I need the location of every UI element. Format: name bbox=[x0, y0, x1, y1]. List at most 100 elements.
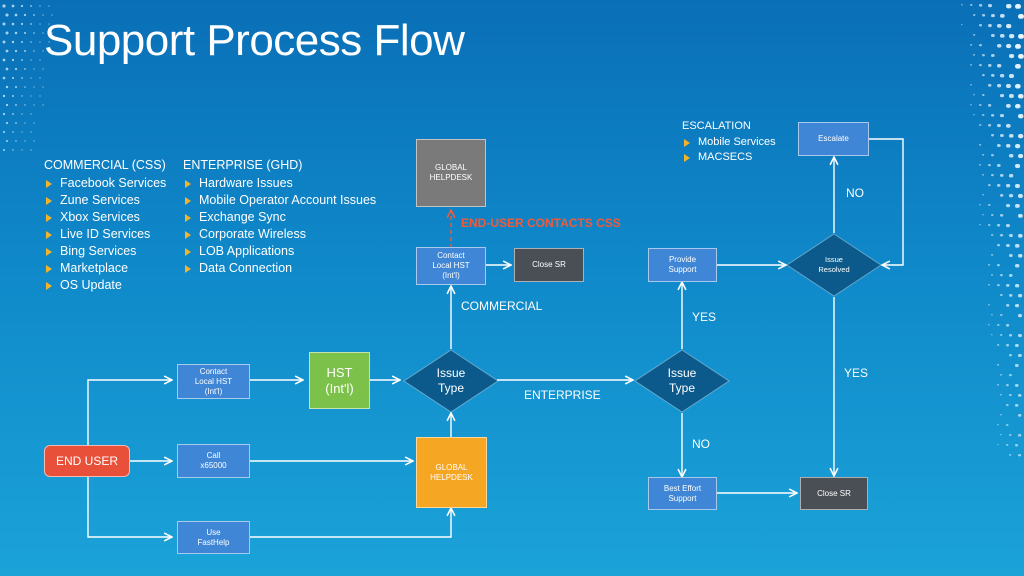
decorative-dot bbox=[30, 149, 32, 151]
decorative-dot bbox=[39, 23, 41, 25]
issue-type-2-decision[interactable]: Issue Type bbox=[634, 349, 730, 413]
decorative-dot bbox=[1009, 374, 1012, 377]
decorative-dot bbox=[997, 344, 1000, 346]
decorative-dot bbox=[33, 32, 35, 34]
decorative-dot bbox=[1015, 404, 1019, 407]
call-node[interactable]: Call x65000 bbox=[177, 444, 250, 478]
contact-local-hst-top-node[interactable]: Contact Local HST (Int'l) bbox=[416, 247, 486, 285]
decorative-dot bbox=[988, 124, 992, 127]
decorative-dot bbox=[2, 4, 6, 8]
diamond-shape bbox=[786, 233, 882, 297]
decorative-dot bbox=[973, 114, 975, 116]
node-label: Provide Support bbox=[668, 255, 697, 274]
decorative-dot bbox=[1000, 34, 1005, 38]
decorative-dot bbox=[979, 44, 982, 47]
decorative-dot bbox=[1000, 434, 1002, 436]
decorative-dot bbox=[1015, 344, 1019, 348]
decorative-dot bbox=[1015, 84, 1021, 89]
decorative-dot bbox=[39, 95, 41, 97]
decorative-dot bbox=[24, 140, 26, 142]
end-user-node[interactable]: END USER bbox=[44, 445, 130, 477]
decorative-dot bbox=[12, 113, 14, 115]
decorative-dot bbox=[991, 254, 994, 256]
decision-label: Issue Type bbox=[667, 366, 697, 395]
escalate-node[interactable]: Escalate bbox=[798, 122, 869, 156]
decorative-dot bbox=[39, 77, 41, 79]
commercial-heading: COMMERCIAL (CSS) bbox=[44, 158, 166, 172]
decorative-dot bbox=[1006, 4, 1012, 9]
global-helpdesk-orange-node[interactable]: GLOBAL HELPDESK bbox=[416, 437, 487, 508]
decorative-dot bbox=[997, 324, 1000, 326]
enterprise-heading: ENTERPRISE (GHD) bbox=[183, 158, 303, 172]
decorative-dot bbox=[30, 95, 32, 97]
decorative-dot bbox=[2, 58, 6, 62]
enterprise-items: Hardware Issues Mobile Operator Account … bbox=[183, 175, 376, 277]
decorative-dot bbox=[30, 23, 32, 25]
decorative-dot bbox=[1015, 4, 1021, 9]
decorative-dot bbox=[5, 31, 9, 35]
decorative-dot bbox=[982, 114, 985, 116]
decorative-dot bbox=[21, 131, 23, 133]
decorative-dots-right bbox=[961, 4, 1024, 457]
decorative-dot bbox=[1009, 234, 1013, 238]
decorative-dot bbox=[1006, 184, 1011, 188]
decorative-dot bbox=[1018, 214, 1023, 218]
decorative-dot bbox=[30, 59, 32, 61]
list-item: Mobile Operator Account Issues bbox=[183, 192, 376, 209]
node-label: HST (Int'l) bbox=[325, 364, 354, 396]
decorative-dot bbox=[42, 68, 44, 70]
decorative-dot bbox=[961, 4, 963, 6]
hst-node[interactable]: HST (Int'l) bbox=[309, 352, 370, 409]
decorative-dot bbox=[997, 184, 1001, 187]
decorative-dot bbox=[1018, 394, 1022, 397]
decorative-dot bbox=[979, 204, 981, 206]
decorative-dot bbox=[51, 50, 53, 52]
decorative-dot bbox=[11, 4, 15, 8]
decorative-dot bbox=[1009, 154, 1014, 158]
decorative-dot bbox=[1015, 164, 1021, 169]
decorative-dot bbox=[1000, 134, 1004, 138]
contact-local-hst-node[interactable]: Contact Local HST (Int'l) bbox=[177, 364, 250, 399]
decorative-dot bbox=[997, 144, 1001, 147]
decorative-dot bbox=[14, 49, 18, 53]
decorative-dot bbox=[988, 184, 991, 187]
global-helpdesk-gray-node[interactable]: GLOBAL HELPDESK bbox=[416, 139, 486, 207]
use-fasthelp-node[interactable]: Use FastHelp bbox=[177, 521, 250, 554]
decorative-dot bbox=[30, 77, 32, 79]
decorative-dot bbox=[1006, 424, 1009, 426]
decorative-dot bbox=[1015, 244, 1020, 248]
decorative-dot bbox=[23, 13, 27, 17]
issue-type-1-decision[interactable]: Issue Type bbox=[403, 349, 499, 413]
decorative-dot bbox=[5, 85, 9, 89]
yes-label-left: YES bbox=[692, 310, 717, 324]
decorative-dot bbox=[1009, 174, 1014, 178]
decorative-dot bbox=[30, 131, 32, 133]
decorative-dot bbox=[1000, 374, 1003, 376]
issue-resolved-decision[interactable]: Issue Resolved bbox=[786, 233, 882, 297]
decorative-dot bbox=[1015, 44, 1021, 49]
node-label: GLOBAL HELPDESK bbox=[429, 163, 473, 182]
decorative-dot bbox=[991, 54, 995, 57]
decorative-dot bbox=[979, 224, 981, 226]
best-effort-support-node[interactable]: Best Effort Support bbox=[648, 477, 717, 510]
decorative-dot bbox=[997, 124, 1001, 128]
decorative-dot bbox=[3, 149, 5, 151]
list-item: Marketplace bbox=[44, 260, 166, 277]
provide-support-node[interactable]: Provide Support bbox=[648, 248, 717, 282]
decorative-dot bbox=[1015, 144, 1021, 149]
decorative-dot bbox=[991, 114, 995, 117]
decorative-dot bbox=[1000, 214, 1004, 217]
close-sr-bottom-node[interactable]: Close SR bbox=[800, 477, 868, 510]
decorative-dot bbox=[991, 154, 994, 157]
decorative-dot bbox=[1018, 54, 1024, 59]
decorative-dot bbox=[988, 204, 991, 207]
decorative-dot bbox=[979, 4, 983, 7]
decorative-dot bbox=[997, 244, 1001, 247]
diamond-shape bbox=[634, 349, 730, 413]
decorative-dot bbox=[1015, 64, 1021, 69]
decorative-dot bbox=[2, 76, 6, 80]
decorative-dot bbox=[1015, 104, 1021, 109]
close-sr-top-node[interactable]: Close SR bbox=[514, 248, 584, 282]
decorative-dot bbox=[1006, 444, 1009, 446]
escalation-items: Mobile Services MACSECS bbox=[682, 135, 776, 165]
